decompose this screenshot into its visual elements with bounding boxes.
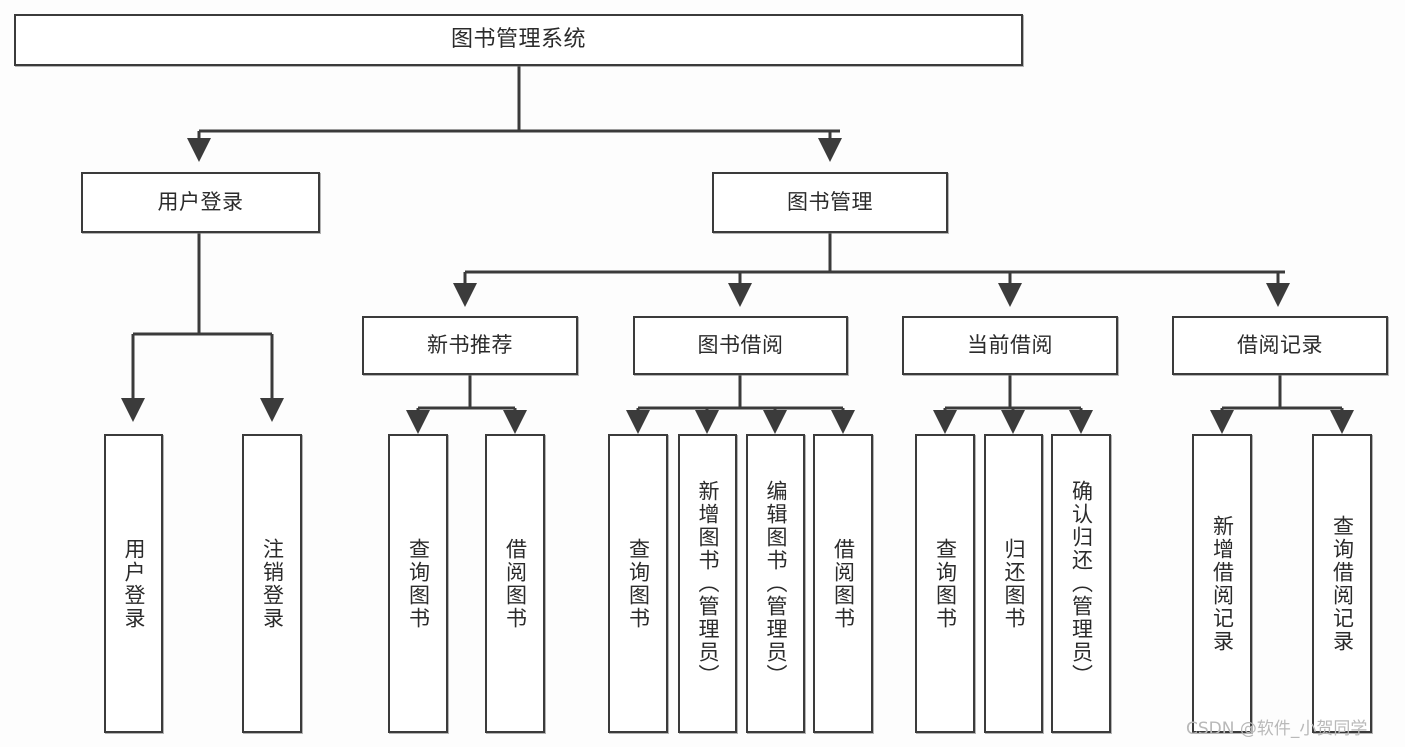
node-borrow-record[interactable]: 借阅记录: [1172, 316, 1388, 375]
node-label: 用户登录: [157, 190, 244, 215]
node-label: 查询图书: [933, 537, 958, 630]
node-label: 归还图书: [1002, 537, 1026, 630]
leaf-add-borrow-record[interactable]: 新增借阅记录: [1192, 434, 1252, 733]
node-label: 新增借阅记录: [1210, 514, 1235, 653]
node-book-management[interactable]: 图书管理: [712, 172, 948, 233]
leaf-add-book-admin[interactable]: 新增图书（管理员）: [678, 434, 737, 733]
node-book-borrow[interactable]: 图书借阅: [633, 316, 848, 375]
node-label: 借阅图书: [503, 537, 528, 630]
leaf-borrow-book-new[interactable]: 借阅图书: [485, 434, 545, 733]
node-label: 注销登录: [260, 537, 285, 630]
node-new-book-recommend[interactable]: 新书推荐: [362, 316, 578, 375]
node-label: 确认归还（管理员）: [1069, 480, 1094, 687]
leaf-borrow-book[interactable]: 借阅图书: [813, 434, 873, 733]
watermark: CSDN @软件_小贺同学: [1186, 719, 1368, 739]
node-label: 新增图书（管理员）: [696, 480, 720, 687]
node-label: 新书推荐: [427, 333, 513, 358]
leaf-query-borrow-record[interactable]: 查询借阅记录: [1312, 434, 1372, 733]
node-user-login[interactable]: 用户登录: [81, 172, 320, 233]
node-label: 图书借阅: [697, 333, 784, 358]
node-root-system[interactable]: 图书管理系统: [14, 14, 1023, 66]
leaf-confirm-return-admin[interactable]: 确认归还（管理员）: [1051, 434, 1111, 733]
leaf-query-book-new[interactable]: 查询图书: [388, 434, 448, 733]
node-label: 借阅图书: [831, 537, 856, 630]
node-label: 查询图书: [406, 537, 431, 630]
node-label: 图书管理: [787, 190, 873, 215]
leaf-query-book-borrow[interactable]: 查询图书: [608, 434, 668, 733]
node-current-borrow[interactable]: 当前借阅: [902, 316, 1118, 375]
node-label: 编辑图书（管理员）: [764, 480, 788, 687]
node-label: 当前借阅: [967, 333, 1053, 358]
node-label: 借阅记录: [1237, 333, 1323, 358]
leaf-logout[interactable]: 注销登录: [242, 434, 302, 733]
leaf-return-book[interactable]: 归还图书: [984, 434, 1043, 733]
node-label: 查询借阅记录: [1330, 514, 1355, 653]
leaf-edit-book-admin[interactable]: 编辑图书（管理员）: [746, 434, 805, 733]
node-label: 用户登录: [122, 537, 146, 630]
node-label: 图书管理系统: [450, 27, 586, 53]
leaf-query-book-current[interactable]: 查询图书: [915, 434, 975, 733]
leaf-user-login[interactable]: 用户登录: [104, 434, 163, 733]
node-label: 查询图书: [626, 537, 651, 630]
